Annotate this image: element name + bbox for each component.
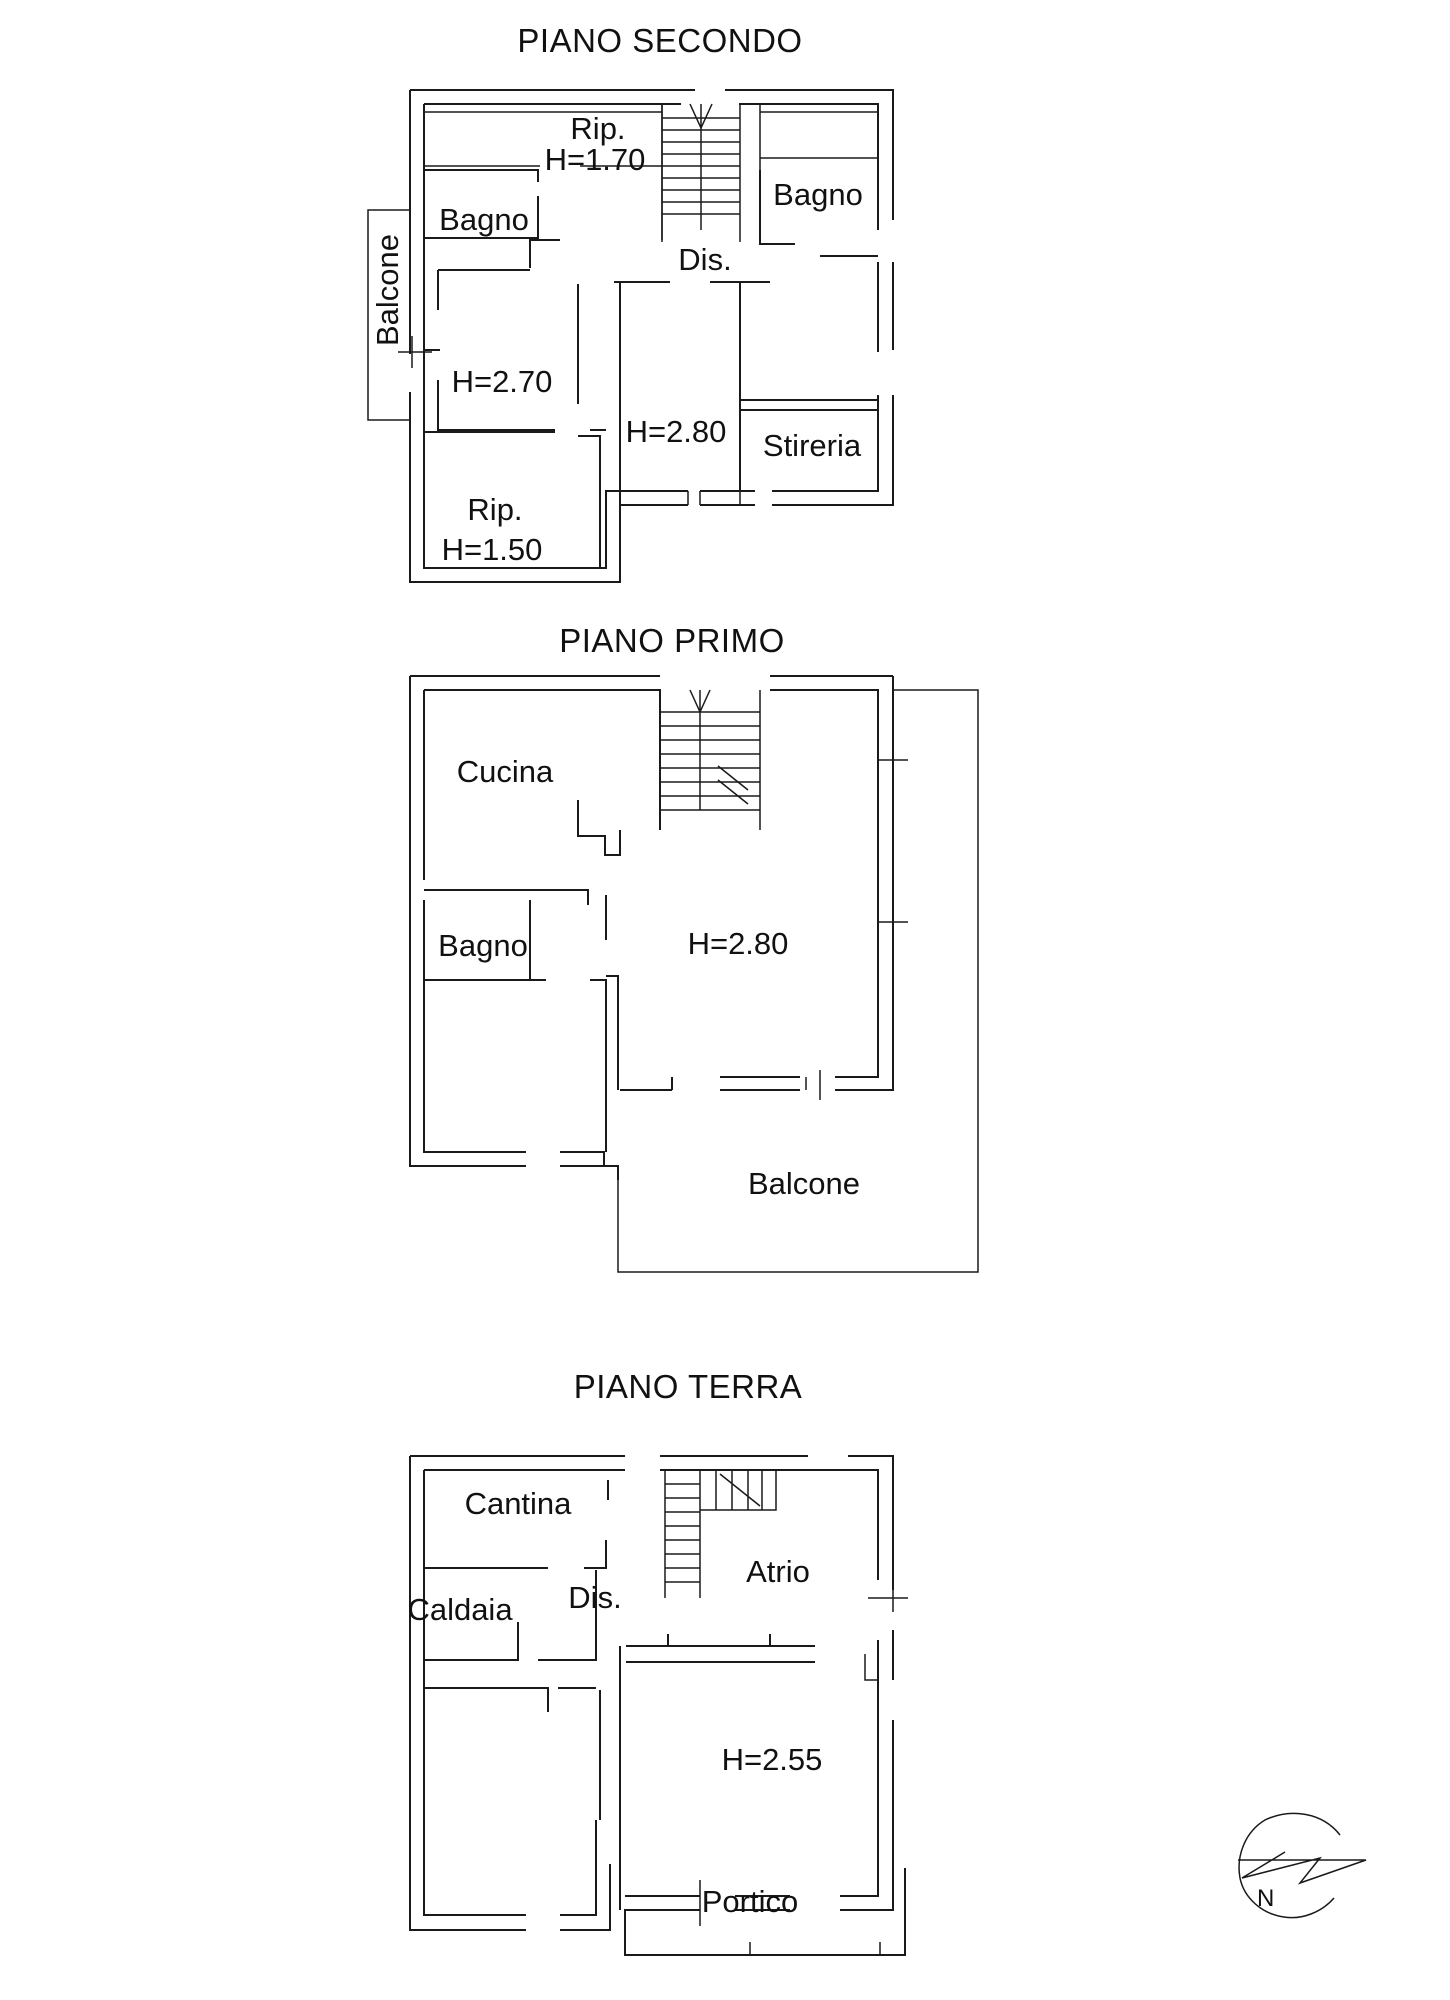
room-label: Rip. (467, 492, 522, 527)
room-label: Portico (702, 1884, 798, 1919)
floor-piano-terra: PIANO TERRA Cantina (407, 1368, 908, 1956)
room-height: H=2.80 (688, 926, 789, 961)
floor-walls (409, 675, 979, 1273)
room-label: Bagno (438, 928, 528, 963)
balcone-outline (617, 689, 979, 1273)
room-height: H=2.55 (722, 1742, 823, 1777)
room-label: Dis. (568, 1580, 621, 1615)
room-label: Balcone (748, 1166, 860, 1201)
room-height: H=1.70 (545, 142, 646, 177)
room-label: Cucina (457, 754, 554, 789)
floor-title: PIANO PRIMO (559, 622, 785, 659)
floor-title: PIANO TERRA (574, 1368, 803, 1405)
room-height: H=1.50 (442, 532, 543, 567)
floor-walls (367, 89, 894, 583)
floor-piano-primo: PIANO PRIMO Cucina Bagno H=2.8 (409, 622, 979, 1273)
room-label: Cantina (465, 1486, 573, 1521)
room-label: Bagno (773, 177, 863, 212)
floor-piano-secondo: PIANO SECONDO (367, 22, 894, 583)
floor-title: PIANO SECONDO (517, 22, 802, 59)
room-height: H=2.80 (626, 414, 727, 449)
floor-walls (409, 1455, 908, 1956)
room-label: Bagno (439, 202, 529, 237)
room-label: Dis. (678, 242, 731, 277)
staircase (659, 689, 761, 830)
room-label: Atrio (746, 1554, 810, 1589)
compass-label: N (1257, 1885, 1274, 1912)
room-label: Balcone (370, 234, 405, 346)
room-label: Rip. (570, 111, 625, 146)
north-arrow-icon: N (1238, 1812, 1367, 1919)
room-label: Caldaia (407, 1592, 513, 1627)
balcone-outline (367, 209, 410, 421)
room-label: Stireria (763, 428, 862, 463)
staircase (664, 1470, 777, 1598)
staircase (661, 103, 741, 242)
room-height: H=2.70 (452, 364, 553, 399)
